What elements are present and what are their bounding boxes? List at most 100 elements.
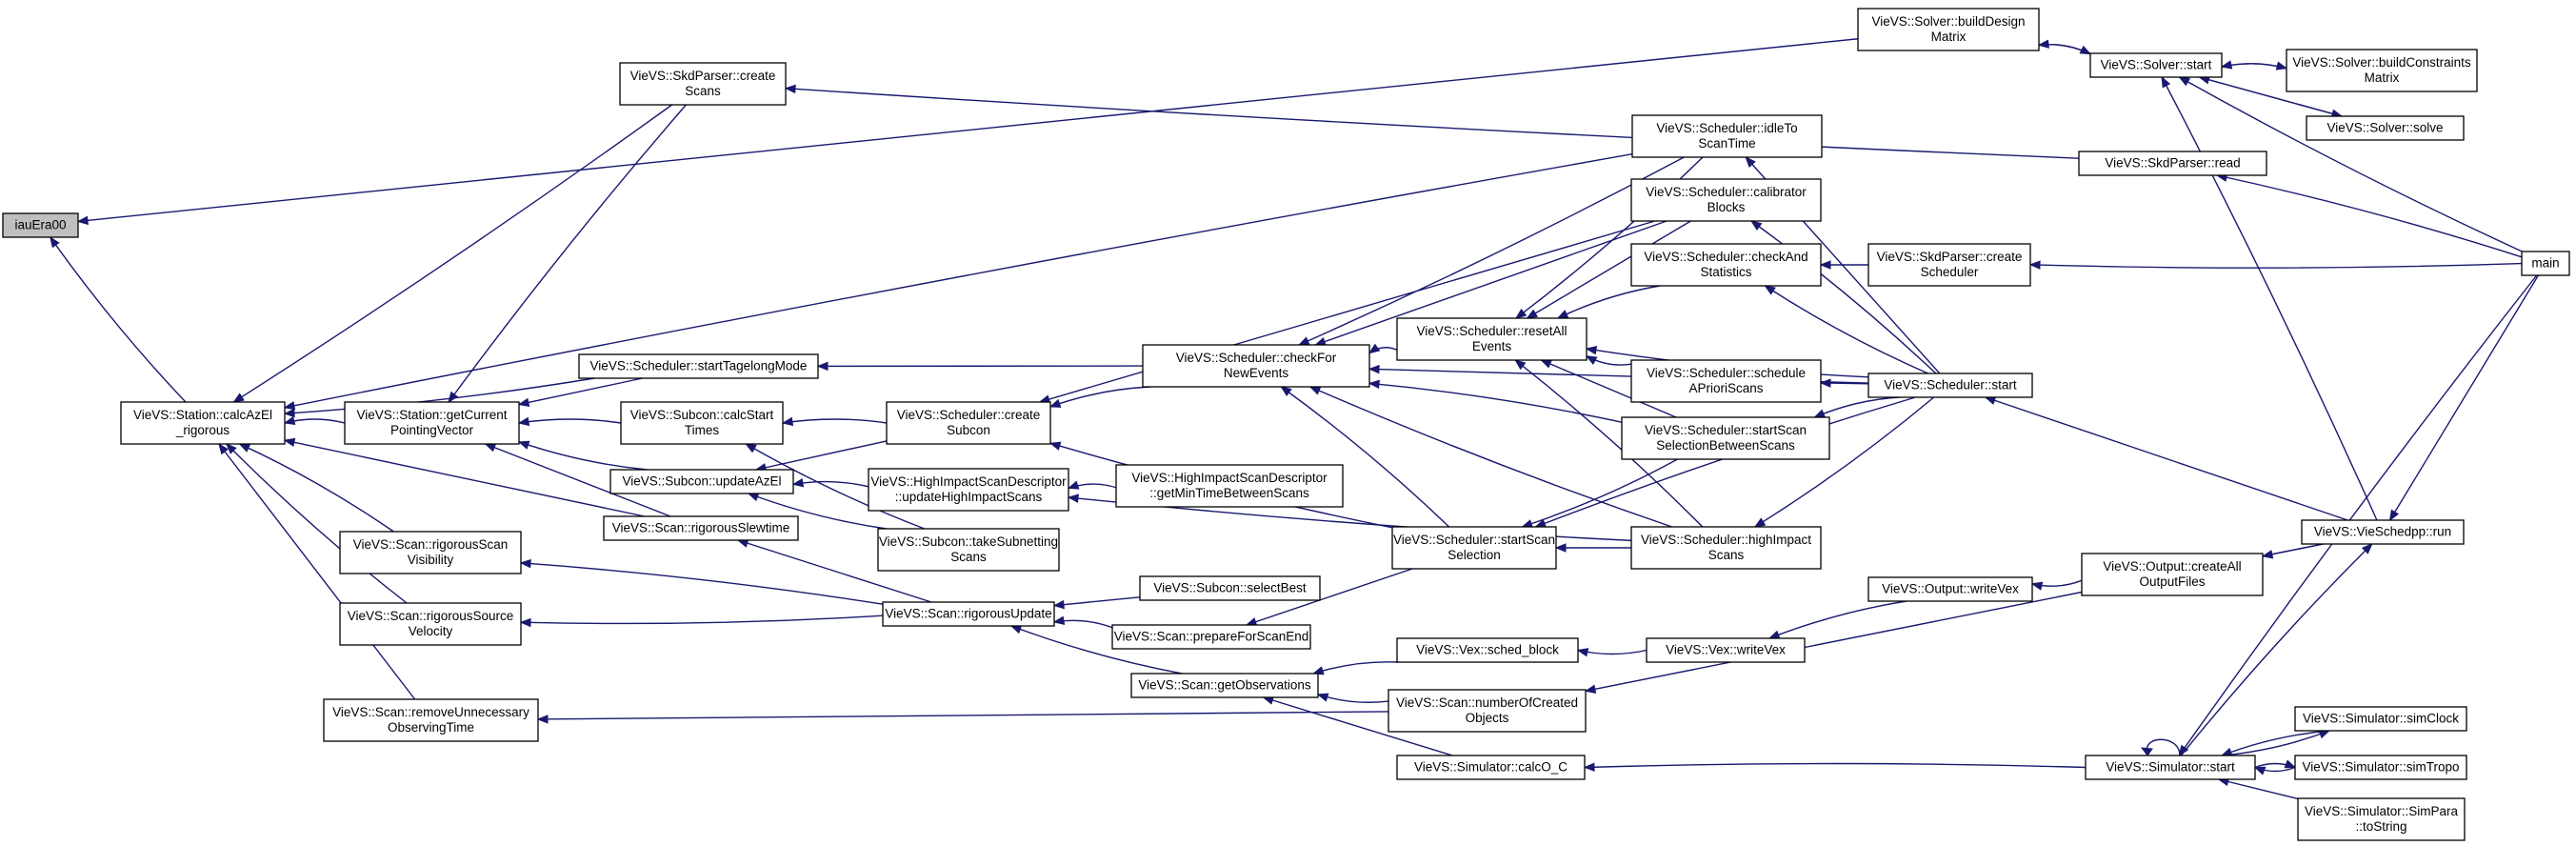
graph-node-removeUnn[interactable]: VieVS::Scan::removeUnnecessaryObservingT…	[323, 698, 539, 742]
graph-node-hiUpdate[interactable]: VieVS::HighImpactScanDescriptor::updateH…	[868, 468, 1069, 512]
node-box	[1111, 624, 1311, 650]
node-box	[603, 515, 799, 541]
graph-node-solverStart[interactable]: VieVS::Solver::start	[2089, 52, 2223, 78]
call-edge	[1813, 396, 1900, 418]
graph-node-vieRun[interactable]: VieVS::VieSchedpp::run	[2301, 519, 2465, 545]
graph-node-simPara[interactable]: VieVS::Simulator::SimPara::toString	[2297, 797, 2466, 841]
node-label: VieVS::Scheduler::schedule	[1647, 366, 1806, 380]
node-label: VieVS::Scheduler::startScan	[1393, 533, 1555, 547]
graph-node-startScanBetween[interactable]: VieVS::Scheduler::startScanSelectionBetw…	[1621, 416, 1830, 460]
graph-node-calcAzEl[interactable]: VieVS::Station::calcAzEl_rigorous	[120, 401, 286, 445]
node-label: VieVS::HighImpactScanDescriptor	[870, 474, 1067, 489]
call-edge	[519, 558, 884, 605]
node-box	[578, 353, 819, 379]
node-box	[2294, 706, 2467, 732]
graph-node-rigUpdate[interactable]: VieVS::Scan::rigorousUpdate	[882, 601, 1055, 627]
node-label: VieVS::VieSchedpp::run	[2314, 525, 2451, 539]
call-edge	[816, 361, 1144, 372]
node-label: VieVS::Solver::solve	[2326, 121, 2443, 135]
graph-node-iauEra00[interactable]: iauEra00	[2, 212, 79, 238]
node-label: Scheduler	[1921, 265, 1979, 279]
node-label: Events	[1472, 339, 1512, 353]
graph-node-hiGetMin[interactable]: VieVS::HighImpactScanDescriptor::getMinT…	[1115, 464, 1344, 508]
node-label: VieVS::Output::writeVex	[1882, 582, 2019, 596]
node-label: VieVS::Scheduler::resetAll	[1416, 324, 1567, 338]
node-label: Subcon	[947, 423, 990, 437]
node-box	[1630, 359, 1822, 403]
graph-node-getObs[interactable]: VieVS::Scan::getObservations	[1130, 673, 1319, 698]
call-edge	[1554, 543, 1631, 553]
graph-node-schedStart[interactable]: VieVS::Scheduler::start	[1867, 373, 2033, 398]
node-box	[2078, 151, 2267, 176]
call-edge	[1750, 220, 1937, 374]
node-label: VieVS::Subcon::takeSubnetting	[879, 534, 1058, 549]
call-edge	[2161, 75, 2378, 521]
node-box	[620, 401, 784, 445]
node-box	[1115, 464, 1344, 508]
call-edge	[283, 437, 645, 517]
graph-node-skdRead[interactable]: VieVS::SkdParser::read	[2078, 151, 2267, 176]
call-edge	[2254, 759, 2297, 769]
node-box	[1631, 114, 1823, 158]
node-label: Matrix	[2365, 70, 2400, 85]
node-label: Matrix	[1931, 30, 1967, 44]
node-label: VieVS::Scan::rigorousUpdate	[885, 607, 1051, 621]
node-label: Scans	[1708, 548, 1745, 562]
graph-node-simTropo[interactable]: VieVS::Simulator::simTropo	[2294, 755, 2467, 780]
call-edge	[1585, 355, 1632, 366]
call-edge	[2180, 543, 2373, 756]
graph-node-simStart[interactable]: VieVS::Simulator::start	[2085, 755, 2256, 780]
call-edge	[784, 84, 2080, 159]
node-label: SelectionBetweenScans	[1656, 438, 1795, 453]
node-box	[1396, 755, 1586, 780]
graph-node-prepEnd[interactable]: VieVS::Scan::prepareForScanEnd	[1111, 624, 1311, 650]
graph-node-simClock[interactable]: VieVS::Simulator::simClock	[2294, 706, 2467, 732]
call-edge	[1984, 395, 2348, 521]
graph-node-selectBest[interactable]: VieVS::Subcon::selectBest	[1139, 575, 1321, 601]
graph-node-solverSolve[interactable]: VieVS::Solver::solve	[2306, 115, 2465, 141]
node-label: ::getMinTimeBetweenScans	[1149, 486, 1309, 500]
graph-node-rigSlew[interactable]: VieVS::Scan::rigorousSlewtime	[603, 515, 799, 541]
node-label: VieVS::Scheduler::checkAnd	[1644, 250, 1807, 264]
graph-node-updateAzEl[interactable]: VieVS::Subcon::updateAzEl	[609, 469, 794, 494]
node-label: VieVS::Simulator::simTropo	[2302, 760, 2459, 775]
graph-node-startTagelong[interactable]: VieVS::Scheduler::startTagelongMode	[578, 353, 819, 379]
call-edge	[2217, 776, 2299, 800]
graph-node-schedBlock[interactable]: VieVS::Vex::sched_block	[1396, 637, 1579, 663]
graph-node-writeVex[interactable]: VieVS::Vex::writeVex	[1646, 637, 1806, 663]
graph-node-outWriteVex[interactable]: VieVS::Output::writeVex	[1867, 576, 2033, 602]
node-box	[1130, 673, 1319, 698]
node-label: VieVS::Simulator::simClock	[2303, 712, 2459, 726]
call-edge	[1764, 285, 1929, 374]
call-edge	[49, 235, 187, 403]
call-edge	[1052, 596, 1141, 610]
node-label: VieVS::Simulator::start	[2106, 760, 2235, 775]
node-label: VieVS::Output::createAll	[2103, 559, 2241, 574]
graph-node-main[interactable]: main	[2521, 251, 2570, 276]
node-label: VieVS::Scan::rigorousSource	[348, 609, 514, 623]
node-box	[1391, 526, 1557, 570]
call-edge	[2038, 44, 2092, 55]
graph-node-calcOC[interactable]: VieVS::Simulator::calcO_C	[1396, 755, 1586, 780]
node-label: _rigorous	[175, 423, 230, 437]
